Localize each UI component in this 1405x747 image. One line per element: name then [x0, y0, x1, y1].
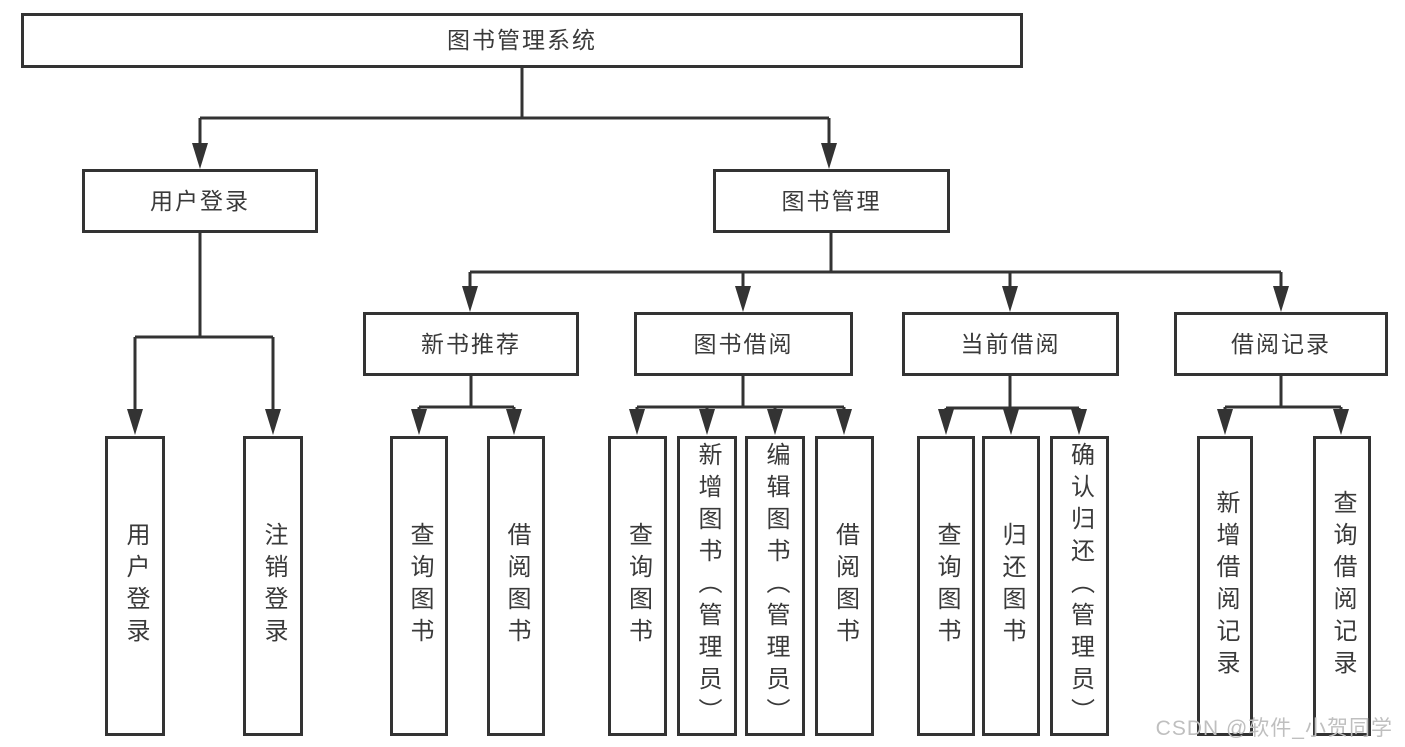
node-book-borrow: 图书借阅 — [634, 312, 853, 376]
node-new-book-recommend: 新书推荐 — [363, 312, 579, 376]
leaf-confirm-return-admin: 确认归还（管理员） — [1050, 436, 1109, 736]
leaf-borrow-books: 借阅图书 — [815, 436, 874, 736]
node-label: 当前借阅 — [960, 330, 1061, 357]
node-label: 查询借阅记录 — [1329, 490, 1356, 682]
csdn-watermark: CSDN @软件_小贺同学 — [1155, 717, 1393, 740]
node-label: 编辑图书（管理员） — [762, 442, 789, 730]
leaf-return-books: 归还图书 — [982, 436, 1040, 736]
leaf-add-books-admin: 新增图书（管理员） — [677, 436, 737, 736]
node-library-management-system: 图书管理系统 — [21, 13, 1023, 68]
leaf-user-login: 用户登录 — [105, 436, 165, 736]
node-label: 用户登录 — [122, 522, 149, 650]
leaf-borrow-books-recommend: 借阅图书 — [487, 436, 545, 736]
node-label: 借阅图书 — [503, 522, 530, 650]
node-book-management: 图书管理 — [713, 169, 950, 233]
node-label: 借阅图书 — [831, 522, 859, 650]
node-label: 新书推荐 — [421, 330, 521, 357]
leaf-query-borrow-record: 查询借阅记录 — [1313, 436, 1371, 736]
node-label: 图书管理系统 — [447, 27, 597, 53]
node-label: 用户登录 — [150, 187, 250, 214]
leaf-query-books-current: 查询图书 — [917, 436, 975, 736]
leaf-add-borrow-record: 新增借阅记录 — [1197, 436, 1253, 736]
node-label: 查询图书 — [406, 522, 433, 650]
node-label: 新增借阅记录 — [1212, 490, 1239, 682]
leaf-query-books-recommend: 查询图书 — [390, 436, 448, 736]
leaf-edit-books-admin: 编辑图书（管理员） — [745, 436, 805, 736]
node-label: 图书管理 — [781, 187, 882, 214]
node-current-borrow: 当前借阅 — [902, 312, 1119, 376]
node-label: 借阅记录 — [1231, 330, 1331, 357]
node-label: 查询图书 — [624, 522, 652, 650]
node-borrow-records: 借阅记录 — [1174, 312, 1388, 376]
node-label: 注销登录 — [260, 522, 287, 650]
node-user-login: 用户登录 — [82, 169, 318, 233]
node-label: 图书借阅 — [693, 330, 794, 357]
node-label: 确认归还（管理员） — [1066, 442, 1094, 730]
node-label: 查询图书 — [933, 522, 960, 650]
node-label: 归还图书 — [998, 522, 1025, 650]
leaf-query-books-borrow: 查询图书 — [608, 436, 667, 736]
leaf-logout: 注销登录 — [243, 436, 303, 736]
node-label: 新增图书（管理员） — [694, 442, 721, 730]
